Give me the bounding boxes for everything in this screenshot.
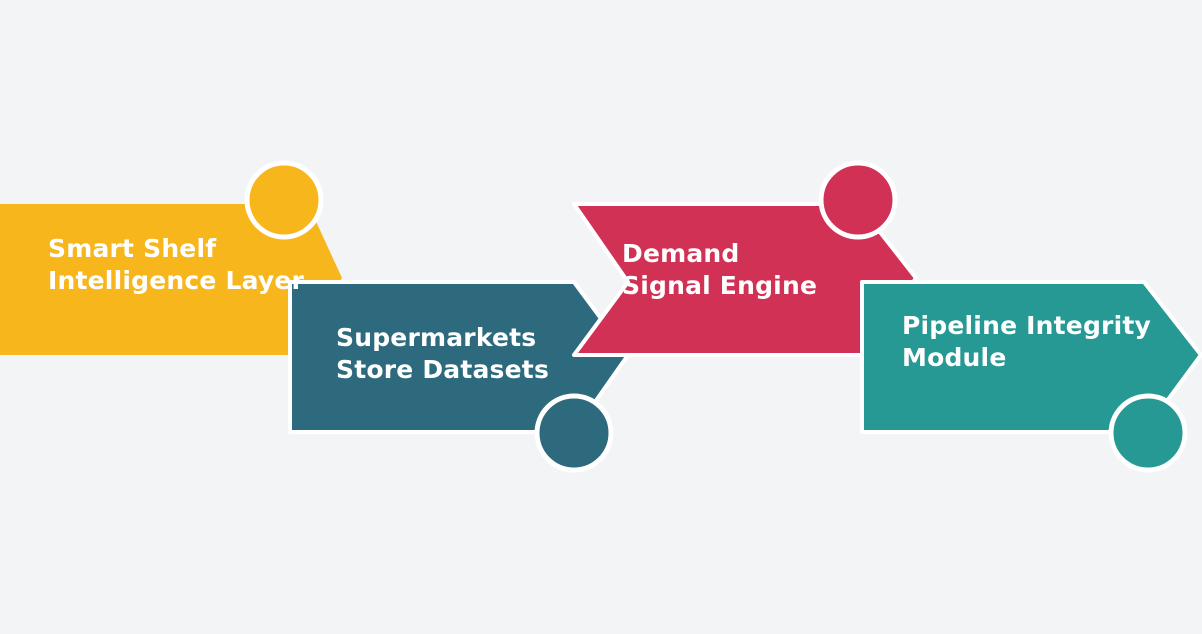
step-2-arrow	[288, 280, 630, 434]
step-1-circle	[244, 160, 324, 240]
step-1-arrow	[0, 204, 342, 355]
step-2-label-line-2: Store Datasets	[336, 355, 550, 384]
step-4-label-line-2: Module	[902, 343, 1007, 372]
step-4-shape	[860, 280, 1202, 473]
step-1-shape	[0, 160, 342, 355]
step-2-label-line-1: Supermarkets	[336, 323, 537, 352]
step-3-label: Demand Signal Engine	[622, 238, 817, 302]
step-1-label: Smart Shelf Intelligence Layer	[48, 233, 304, 297]
step-4-label-line-1: Pipeline Integrity	[902, 311, 1151, 340]
step-4-arrow	[860, 280, 1202, 434]
step-2-circle	[534, 393, 614, 473]
step-1-label-line-1: Smart Shelf	[48, 234, 217, 263]
step-4-label: Pipeline Integrity Module	[902, 310, 1151, 374]
step-3-label-line-2: Signal Engine	[622, 271, 818, 300]
step-2-shape	[288, 280, 630, 473]
step-2-label: Supermarkets Store Datasets	[336, 322, 549, 386]
step-3-label-line-1: Demand	[622, 239, 740, 268]
step-1-label-line-2: Intelligence Layer	[48, 266, 305, 295]
step-3-circle	[818, 160, 898, 240]
step-4-circle	[1108, 393, 1188, 473]
